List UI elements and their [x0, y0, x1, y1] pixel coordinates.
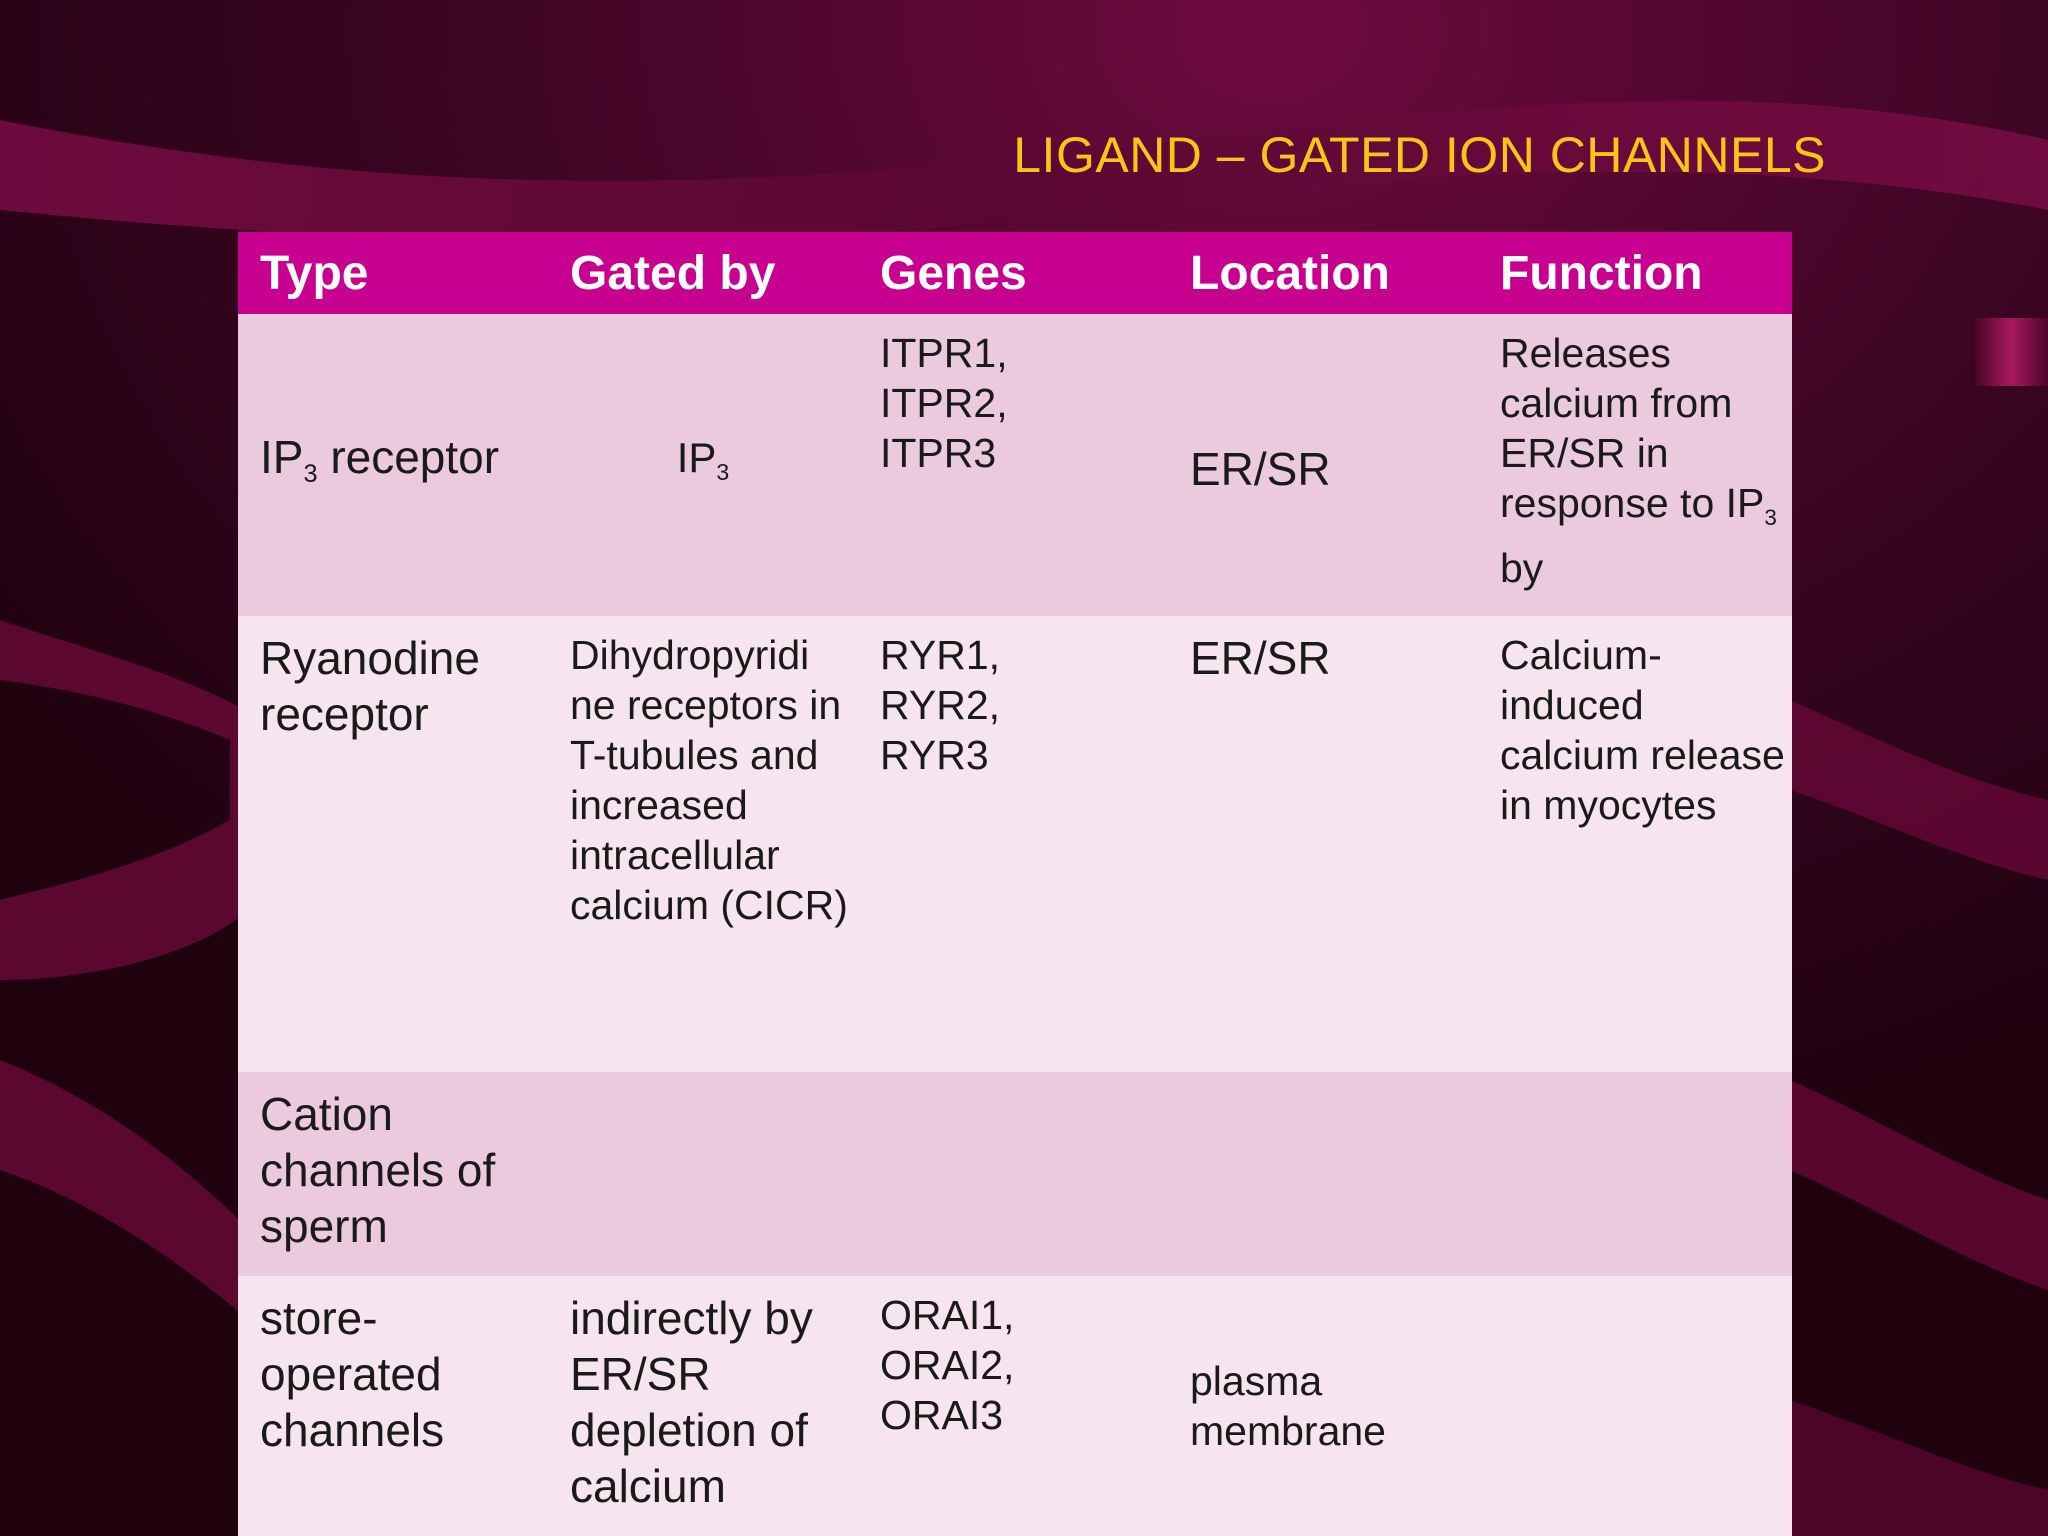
header-gated-by: Gated by	[570, 246, 776, 300]
gene-item: RYR2,	[880, 682, 1001, 728]
gene-item: ORAI2,	[880, 1342, 1015, 1388]
cell-function	[1478, 1072, 1792, 1276]
gene-item: ITPR3	[880, 430, 997, 476]
table-row-catsper: Cation channels of sperm	[238, 1072, 1792, 1276]
ion-channel-table: Type Gated by Genes Location Function IP…	[238, 232, 1792, 1536]
cell-type: Ryanodine receptor	[260, 632, 480, 740]
gene-item: ORAI3	[880, 1392, 1004, 1438]
cell-genes: ORAI1, ORAI2, ORAI3	[858, 1276, 1168, 1536]
table-row-store-operated: store-operated channels indirectly by ER…	[238, 1276, 1792, 1536]
cell-location	[1168, 1072, 1478, 1276]
cell-genes: ITPR1, ITPR2, ITPR3	[858, 314, 1168, 616]
table-row-ryanodine-receptor: Ryanodine receptor Dihydropyridi ne rece…	[238, 616, 1792, 1072]
cell-genes: RYR1, RYR2, RYR3	[858, 616, 1168, 1072]
cell-type: IP3 receptor	[260, 430, 500, 488]
cell-gated-by	[548, 1072, 858, 1276]
gene-item: RYR3	[880, 732, 989, 778]
gene-item: ITPR2,	[880, 380, 1008, 426]
cell-function: Calcium-induced calcium release in myocy…	[1500, 632, 1785, 828]
gene-item: ITPR1,	[880, 330, 1008, 376]
cell-gated-by: IP3	[676, 433, 730, 486]
cell-gated-by: Dihydropyridi ne receptors in T-tubules …	[570, 632, 848, 928]
table-header-row: Type Gated by Genes Location Function	[238, 232, 1792, 314]
cell-location: ER/SR	[1190, 632, 1331, 684]
header-genes: Genes	[880, 246, 1027, 300]
cell-location: plasma membrane	[1190, 1358, 1386, 1454]
cell-function	[1478, 1276, 1792, 1536]
header-location: Location	[1190, 246, 1390, 300]
cell-function: Releases calcium from ER/SR in response …	[1500, 330, 1777, 591]
gene-item: RYR1,	[880, 632, 1001, 678]
cell-gated-by: indirectly by ER/SR depletion of calcium	[570, 1292, 813, 1512]
table-row-ip3-receptor: IP3 receptor IP3 ITPR1, ITPR2, ITPR3 ER/…	[238, 314, 1792, 616]
gene-item: ORAI1,	[880, 1292, 1015, 1338]
header-function: Function	[1500, 246, 1703, 300]
cell-type: Cation channels of sperm	[260, 1088, 496, 1252]
cell-location: ER/SR	[1190, 443, 1331, 495]
header-type: Type	[260, 246, 369, 300]
cell-type: store-operated channels	[260, 1292, 445, 1456]
cell-genes	[858, 1072, 1168, 1276]
slide-title: LIGAND – GATED ION CHANNELS	[1013, 127, 1826, 183]
